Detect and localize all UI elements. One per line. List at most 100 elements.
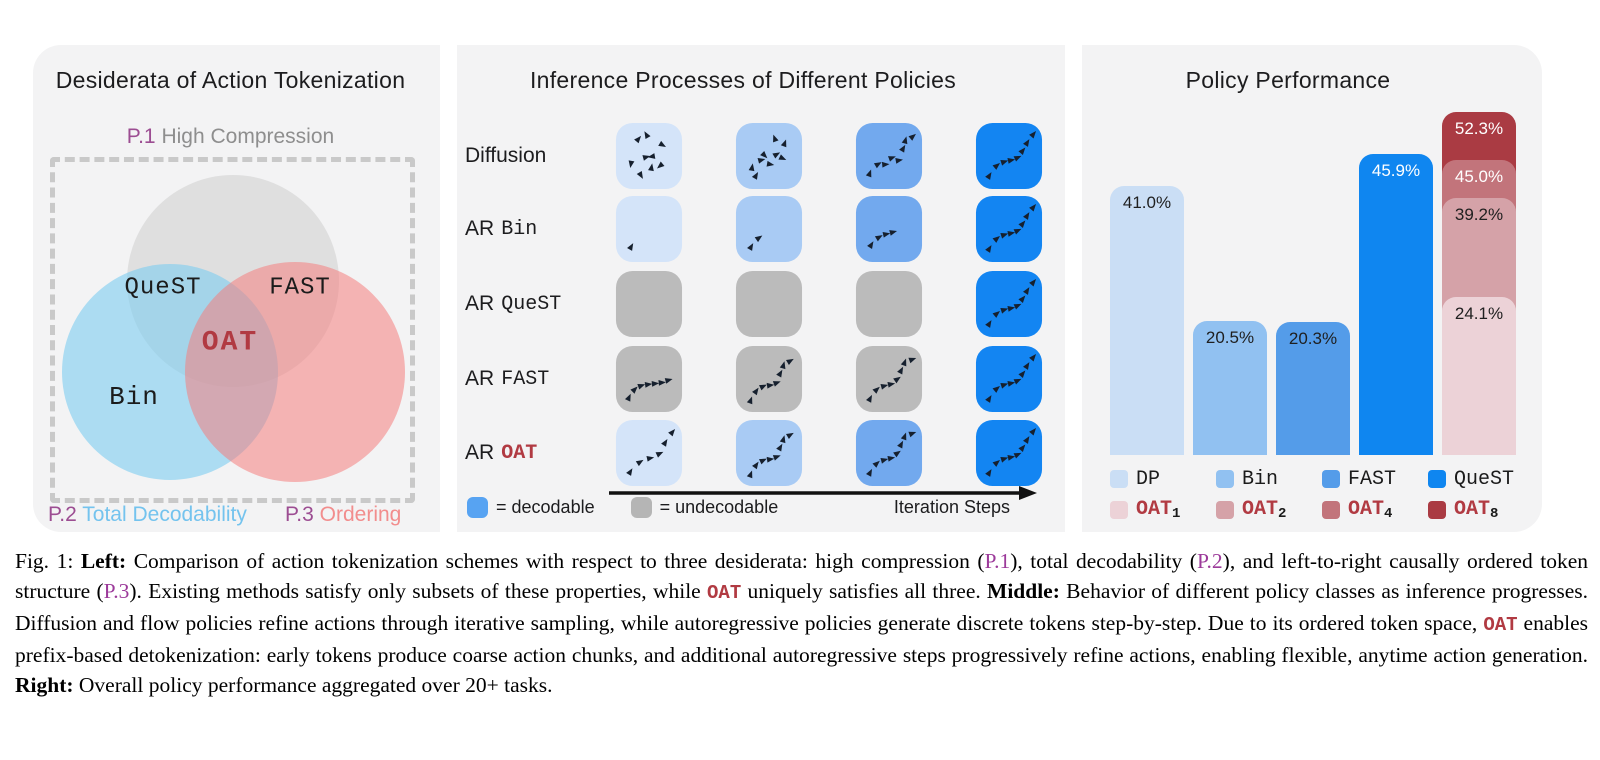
- inference-tile-row4-step4: [975, 345, 1043, 413]
- caption-text: Comparison of action tokenization scheme…: [126, 549, 985, 573]
- compression-dashed-box: [50, 157, 415, 503]
- bar-value-oat8: 52.3%: [1454, 119, 1504, 139]
- legend-label: OAT4: [1348, 498, 1393, 522]
- legend-label: DP: [1136, 467, 1161, 491]
- row-label-oat: AR OAT: [465, 419, 537, 487]
- inference-tile-row3-step1: [615, 270, 683, 338]
- caption-oat-ref: OAT: [1483, 614, 1518, 636]
- legend-item-dp: DP: [1110, 466, 1216, 492]
- row-prefix: AR: [465, 367, 495, 390]
- row-prefix: AR: [465, 292, 495, 315]
- bar-quest: [1359, 154, 1433, 455]
- row-method-name: OAT: [501, 441, 538, 465]
- inference-tile-row5-step2: [735, 419, 803, 487]
- iteration-steps-arrow: [609, 486, 1037, 500]
- inference-tile-row5-step4: [975, 419, 1043, 487]
- inference-tile-row3-step3: [855, 270, 923, 338]
- row-method-name: Bin: [501, 217, 538, 241]
- legend-subscript: 8: [1490, 506, 1499, 522]
- figure-panel-background: Desiderata of Action Tokenization P.1 Hi…: [33, 45, 1542, 532]
- inference-tile-row2-step1: [615, 195, 683, 263]
- right-panel-title: Policy Performance: [1185, 67, 1391, 93]
- legend-item-oat8: OAT8: [1428, 497, 1534, 523]
- inference-tile-row1-step4: [975, 122, 1043, 190]
- inference-tile-row1-step1: [615, 122, 683, 190]
- row-prefix: Diffusion: [465, 144, 547, 167]
- legend-swatch: [1428, 501, 1446, 519]
- inference-tile-row1-step2: [735, 122, 803, 190]
- chart-legend-row2: OAT1 OAT2 OAT4 OAT8: [1110, 497, 1550, 523]
- p1-high-compression-label: P.1 High Compression: [126, 125, 335, 148]
- row-label-fast: AR FAST: [465, 345, 549, 413]
- inference-tile-row3-step2: [735, 270, 803, 338]
- decodable-label: = decodable: [496, 497, 595, 517]
- bar-value-oat2: 39.2%: [1454, 205, 1504, 225]
- legend-swatch: [1216, 501, 1234, 519]
- iteration-steps-label: Iteration Steps: [893, 497, 1010, 517]
- inference-tile-row5-step3: [855, 419, 923, 487]
- venn-circle-ordering: [185, 262, 405, 482]
- bar-value-oat4: 45.0%: [1454, 167, 1504, 187]
- caption-section-label: Right:: [15, 673, 74, 697]
- venn-label-oat: OAT: [201, 327, 259, 359]
- legend-swatch: [1110, 501, 1128, 519]
- inference-tile-row4-step2: [735, 345, 803, 413]
- p2-total-decodability-label: P.2 Total Decodability: [48, 503, 247, 526]
- bar-value-fast: 20.3%: [1288, 329, 1338, 349]
- legend-label: OAT1: [1136, 498, 1181, 522]
- policy-performance-chart: 41.0%20.5%20.3%45.9%52.3%45.0%39.2%24.1%: [1110, 95, 1522, 455]
- row-label-diffusion: Diffusion: [465, 122, 546, 190]
- caption-oat-ref: OAT: [707, 582, 742, 604]
- caption-property-ref: P.3: [103, 579, 130, 603]
- caption-text: ), and left-to-right causally ordered to…: [15, 549, 1588, 603]
- bar-value-bin: 20.5%: [1205, 327, 1255, 347]
- legend-swatch: [1216, 470, 1234, 488]
- row-prefix: AR: [465, 217, 495, 240]
- caption-property-ref: P.1: [984, 549, 1011, 573]
- undecodable-label: = undecodable: [659, 497, 779, 517]
- inference-tile-row4-step1: [615, 345, 683, 413]
- p1-tag: P.1: [126, 125, 156, 148]
- caption-text: Fig. 1:: [15, 549, 81, 573]
- venn-label-quest: QueST: [124, 274, 202, 302]
- bar-oat1: [1442, 297, 1516, 455]
- legend-item-oat1: OAT1: [1110, 497, 1216, 523]
- inference-tile-row1-step3: [855, 122, 923, 190]
- legend-subscript: 2: [1278, 506, 1287, 522]
- panel-divider-left: [440, 45, 457, 532]
- legend-subscript: 4: [1384, 506, 1393, 522]
- legend-swatch: [1428, 470, 1446, 488]
- figure-caption: Fig. 1: Left: Comparison of action token…: [15, 546, 1588, 700]
- legend-label: FAST: [1348, 467, 1397, 491]
- caption-text: Overall policy performance aggregated ov…: [73, 673, 553, 697]
- undecodable-swatch: [630, 497, 652, 518]
- legend-subscript: 1: [1172, 506, 1181, 522]
- legend-item-oat4: OAT4: [1322, 497, 1428, 523]
- legend-label: OAT2: [1242, 498, 1287, 522]
- bar-dp: [1110, 186, 1184, 455]
- inference-tile-row4-step3: [855, 345, 923, 413]
- decodable-swatch: [467, 497, 488, 518]
- legend-label: Bin: [1242, 467, 1279, 491]
- row-prefix: AR: [465, 441, 495, 464]
- caption-text: enables prefix-based detokenization: ear…: [15, 611, 1588, 667]
- caption-text: uniquely satisfies all three.: [741, 579, 988, 603]
- legend-swatch: [1322, 470, 1340, 488]
- bar-value-oat1: 24.1%: [1454, 304, 1504, 324]
- caption-text: ). Existing methods satisfy only subsets…: [129, 579, 708, 603]
- inference-tile-row2-step2: [735, 195, 803, 263]
- venn-label-bin: Bin: [109, 382, 159, 412]
- bar-value-quest: 45.9%: [1371, 161, 1421, 181]
- inference-tile-row5-step1: [615, 419, 683, 487]
- caption-text: Behavior of different policy classes as …: [15, 579, 1588, 635]
- decodability-legend: = decodable = undecodable: [467, 497, 778, 518]
- caption-section-label: Left:: [80, 549, 127, 573]
- p3-ordering-label: P.3 Ordering: [285, 503, 402, 526]
- legend-swatch: [1110, 470, 1128, 488]
- bar-bin: [1193, 320, 1267, 455]
- inference-tile-row2-step3: [855, 195, 923, 263]
- caption-property-ref: P.2: [1196, 549, 1223, 573]
- row-method-name: FAST: [501, 367, 550, 391]
